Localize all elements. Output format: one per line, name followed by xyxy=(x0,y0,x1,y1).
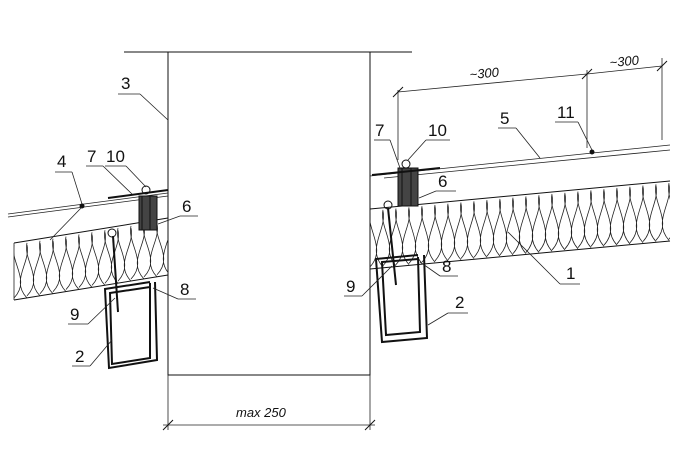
insulation-wave xyxy=(104,230,119,284)
label-6-right: 6 xyxy=(438,172,447,191)
insulation-wave xyxy=(629,186,644,243)
insulation-wave xyxy=(14,244,28,299)
left-fastener-dot xyxy=(79,203,85,209)
label-8-left: 8 xyxy=(180,280,189,299)
label-7-right: 7 xyxy=(375,121,384,140)
insulation-wave xyxy=(512,197,527,254)
label-5: 5 xyxy=(500,109,509,128)
insulation-wave xyxy=(603,189,618,246)
insulation-wave xyxy=(52,238,67,292)
insulation-wave xyxy=(577,191,592,248)
right-fastening-assembly xyxy=(371,149,595,344)
right-clip xyxy=(371,167,441,176)
insulation-wave xyxy=(26,242,41,297)
label-8-right: 8 xyxy=(442,257,451,276)
label-2-right: 2 xyxy=(455,293,464,312)
insulation-wave xyxy=(590,190,605,247)
insulation-wave xyxy=(130,225,145,280)
label-2-left: 2 xyxy=(75,347,84,366)
insulation-wave xyxy=(642,185,657,242)
label-4: 4 xyxy=(57,152,66,171)
insulation-wave xyxy=(655,184,670,241)
insulation-wave xyxy=(39,240,54,295)
width-dimension xyxy=(162,375,376,431)
left-screw-head xyxy=(107,228,117,238)
label-10-left: 10 xyxy=(106,147,125,166)
spacing-label-b: ~300 xyxy=(609,52,640,70)
insulation-wave xyxy=(117,228,132,282)
label-6-left: 6 xyxy=(182,197,191,216)
left-screw xyxy=(112,235,119,313)
insulation-wave xyxy=(460,202,475,259)
insulation-wave xyxy=(473,201,488,258)
right-screw xyxy=(387,207,397,286)
label-9-left: 9 xyxy=(70,305,79,324)
insulation-wave xyxy=(143,223,158,278)
insulation-layer xyxy=(13,180,671,301)
insulation-wave xyxy=(499,198,514,256)
insulation-wave xyxy=(91,232,106,286)
width-label: max 250 xyxy=(236,405,287,420)
right-washer xyxy=(401,159,411,169)
left-washer xyxy=(141,185,151,195)
opening-rectangle xyxy=(167,51,371,376)
spacing-dimension xyxy=(392,58,668,160)
insulation-wave xyxy=(525,196,540,253)
insulation-wave xyxy=(564,192,579,250)
insulation-wave xyxy=(447,203,462,260)
insulation-wave xyxy=(421,206,436,263)
left-purlin-profile xyxy=(103,281,159,370)
insulation-wave xyxy=(551,193,566,251)
label-10-right: 10 xyxy=(428,121,447,140)
label-3: 3 xyxy=(121,74,130,93)
insulation-wave xyxy=(486,199,501,257)
right-screw-head xyxy=(383,200,393,210)
insulation-wave xyxy=(65,236,80,290)
right-bracket xyxy=(397,167,419,207)
insulation-wave xyxy=(78,234,93,288)
label-7-left: 7 xyxy=(87,147,96,166)
insulation-wave xyxy=(668,183,670,240)
left-fastening-assembly xyxy=(79,185,169,370)
spacing-label-a: ~300 xyxy=(469,64,500,82)
insulation-wave xyxy=(616,187,631,245)
left-clip xyxy=(107,189,169,199)
insulation-wave xyxy=(434,204,449,262)
label-1: 1 xyxy=(566,264,575,283)
label-11: 11 xyxy=(557,103,575,122)
mid-fastener-dot xyxy=(589,149,595,155)
label-9-right: 9 xyxy=(346,277,355,296)
left-bracket xyxy=(138,195,158,231)
leader-lines xyxy=(49,93,593,367)
insulation-wave xyxy=(538,195,553,252)
